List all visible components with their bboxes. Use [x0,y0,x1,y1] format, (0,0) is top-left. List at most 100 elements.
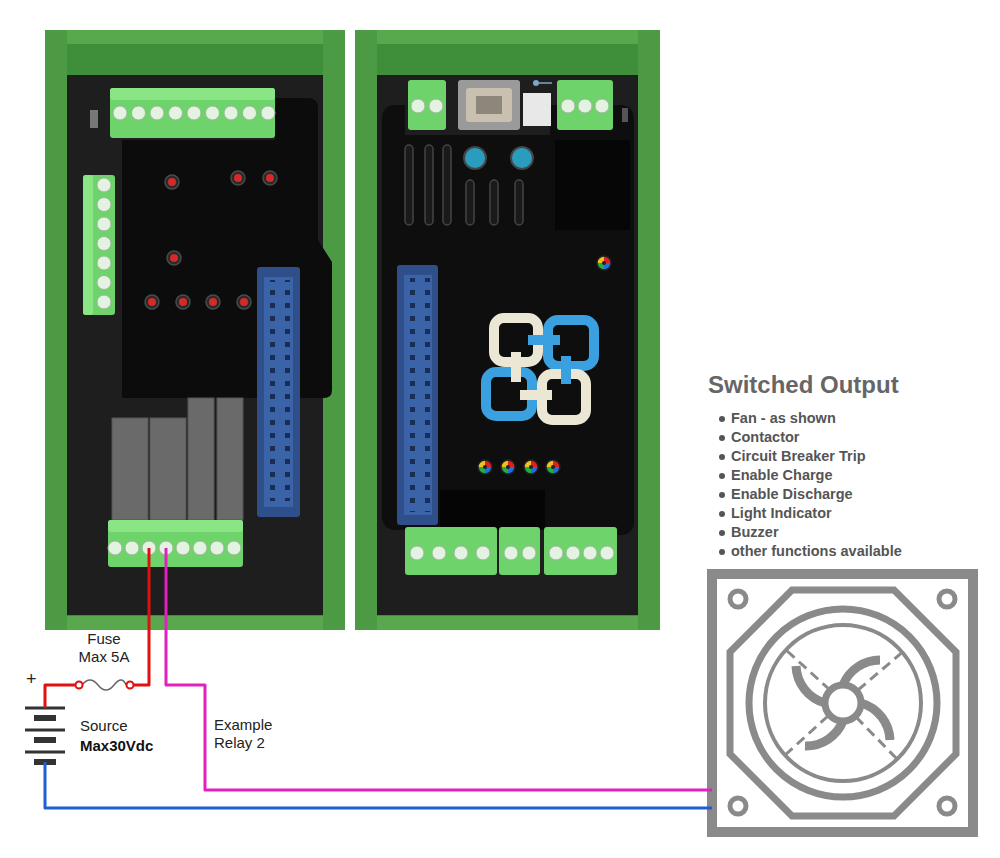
controller-module-part [533,80,539,86]
relay-module-part-part [187,106,201,120]
fan-symbol-part [939,798,955,814]
controller-module-part [523,93,551,126]
controller-module-part [476,96,502,114]
fuse-label: Fuse Max 5A [74,630,134,666]
controller-module-part-part [561,99,575,113]
controller-module-part [410,546,614,560]
controller-module-part [557,80,613,130]
relay-module-part-part [224,106,238,120]
relay-module-part [97,178,111,309]
relay-module-part-part [97,256,111,270]
controller-module-part-part [410,546,424,560]
controller-module-part-part [511,352,521,382]
fan-symbol-part-part [784,716,828,756]
battery-symbol-part [25,729,65,732]
wires-part [133,548,149,685]
controller-module-part [404,275,432,515]
controller-module-part-part [429,99,443,113]
wires-part [166,548,712,790]
controller-module-part [411,99,443,113]
bullet-dot [719,473,725,479]
relay-module-part [45,30,67,630]
controller-module-part-part [411,99,425,113]
relay-module-part [145,295,159,309]
relay-module-part [83,175,93,315]
output-option: Enable Discharge [731,486,853,503]
controller-module-part [638,30,660,630]
relay-module-part [237,295,251,309]
controller-module-part [440,490,545,530]
fan-symbol-part [730,590,956,816]
relay-module-part [165,175,179,189]
relay-module-part [176,295,190,309]
relay-module-part-part [132,106,146,120]
controller-module-part [404,278,432,512]
relay-module-part-part [97,178,111,192]
controller-module [355,30,660,630]
relay-module-part [122,98,332,398]
controller-module-part [486,318,594,420]
fan-symbol-part [712,574,973,832]
relay-module-part-part [97,217,111,231]
controller-module-part-part [432,546,446,560]
controller-module-part-part [454,546,468,560]
source-label: Source [80,717,128,735]
output-heading: Switched Output [708,371,899,400]
relay-module-part-part [108,541,122,555]
fuse-symbol-part [127,682,134,689]
controller-module-part-part [600,546,614,560]
relay-module-part-part [210,541,224,555]
controller-module-part [561,99,609,113]
controller-module-part [499,527,540,575]
relay-module-part-part [112,418,148,520]
polarity-mark: + [26,669,37,691]
controller-module-part [511,147,533,169]
controller-module-part [397,265,438,525]
controller-module-part [355,30,660,630]
controller-module-part-part [515,180,523,225]
relay-module-part-part [193,541,207,555]
output-option: other functions available [731,543,902,560]
relay-module-part [90,110,98,128]
relay-module-part-part [217,398,243,520]
controller-module-part-part [490,180,498,225]
wires [45,548,712,808]
relay-module-part-part [176,541,190,555]
voltage-rating: Max30Vdc [80,737,153,755]
relay-module-part-part [113,106,127,120]
fan-symbol-part [784,650,905,760]
fan-symbol-part [730,591,746,607]
controller-module-part-part [504,546,518,560]
relay-module-part-part [206,106,220,120]
output-option: Enable Charge [731,467,833,484]
controller-module-part [501,460,515,474]
output-option: Fan - as shown [731,410,836,427]
fuse-symbol-part [82,680,126,690]
fan-symbol-part [749,609,937,797]
fan-symbol-part-part [786,650,830,690]
controller-module-part-part [443,145,451,225]
bullet-dot [719,454,725,460]
relay-module-part [45,30,345,630]
relay-module-part-part [97,276,111,290]
fan-symbol-part-part [843,660,880,685]
relay-module-part [108,541,241,555]
controller-module-part [544,527,617,575]
controller-module-part [622,108,628,122]
controller-module-part [405,145,523,225]
relay-module-part [167,251,181,265]
controller-module-part [355,30,377,630]
wires-part [45,762,712,808]
controller-module-part-part [405,145,413,225]
controller-module-part [464,147,486,169]
controller-module-part-part [522,546,536,560]
relay-module-part-part [97,237,111,251]
wires-part [45,685,76,708]
fan-symbol-part [939,591,955,607]
output-option: Circuit Breaker Trip [731,448,866,465]
relay-module-part [257,267,300,517]
controller-module-part [538,82,552,84]
relay-module-part-part [188,398,214,520]
relay-module-part [112,398,243,520]
bullet-dot [719,492,725,498]
